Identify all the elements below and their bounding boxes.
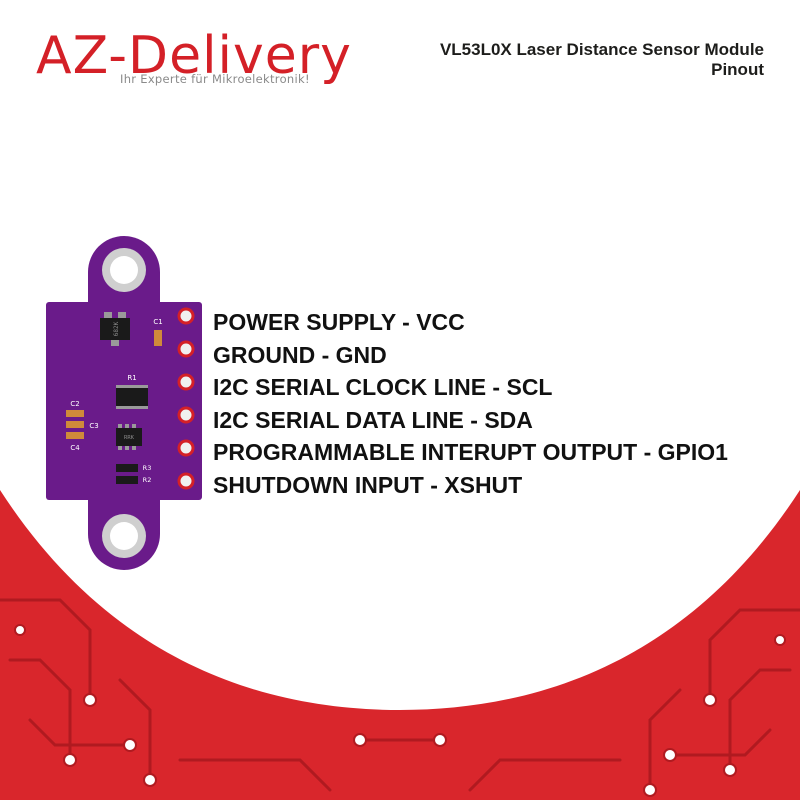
pin-pad-sda <box>177 406 195 424</box>
mounting-holes <box>102 248 146 558</box>
logo-tagline: Ihr Experte für Mikroelektronik! <box>120 72 310 86</box>
chip-marking-array: RRK <box>124 435 135 441</box>
pin-pad-xshut <box>177 472 195 490</box>
pin-pad-gnd <box>177 340 195 358</box>
pin-pad-gpio1 <box>177 439 195 457</box>
pin-label-gpio1: PROGRAMMABLE INTERUPT OUTPUT - GPIO1 <box>213 439 728 466</box>
pin-label-list: POWER SUPPLY - VCC GROUND - GND I2C SERI… <box>213 306 773 502</box>
title-block: VL53L0X Laser Distance Sensor Module Pin… <box>364 40 764 80</box>
silkscreen-c1: C1 <box>153 318 162 326</box>
component-regulator: 682K <box>100 312 130 346</box>
silkscreen-r1: R1 <box>127 374 136 382</box>
circuit-pads <box>14 624 786 797</box>
pin-label-gnd: GROUND - GND <box>213 341 387 368</box>
pin-label-xshut: SHUTDOWN INPUT - XSHUT <box>213 471 523 498</box>
component-r1: R1 <box>116 374 148 409</box>
page-subtitle: Pinout <box>711 60 764 79</box>
silkscreen-c4: C4 <box>70 444 80 452</box>
pin-label-vcc: POWER SUPPLY - VCC <box>213 309 465 335</box>
silkscreen-c2: C2 <box>70 400 79 408</box>
silkscreen-c3: C3 <box>89 422 98 430</box>
red-circuit-band <box>0 490 800 800</box>
pin-header <box>177 307 195 490</box>
pin-pad-scl <box>177 373 195 391</box>
pin-label-sda: I2C SERIAL DATA LINE - SDA <box>213 406 533 433</box>
pin-label-scl: I2C SERIAL CLOCK LINE - SCL <box>213 374 553 401</box>
brand-logo: AZ-Delivery Ihr Experte für Mikroelektro… <box>36 30 366 90</box>
pin-pad-vcc <box>177 307 195 325</box>
logo-wordmark: AZ-Delivery <box>36 26 352 86</box>
sensor-board: 682K C1 R1 C2 C3 C4 RRK R3 R2 <box>46 236 202 570</box>
chip-marking-regulator: 682K <box>113 321 120 336</box>
page-title: VL53L0X Laser Distance Sensor Module <box>439 40 764 59</box>
silkscreen-r3: R3 <box>143 464 152 472</box>
component-c1: C1 <box>153 318 163 346</box>
circuit-traces <box>0 598 800 792</box>
component-resistor-array: RRK <box>116 424 142 450</box>
component-r3-r2: R3 R2 <box>116 464 151 484</box>
component-capacitors: C2 C3 C4 <box>66 400 99 452</box>
silkscreen-r2: R2 <box>143 476 152 484</box>
